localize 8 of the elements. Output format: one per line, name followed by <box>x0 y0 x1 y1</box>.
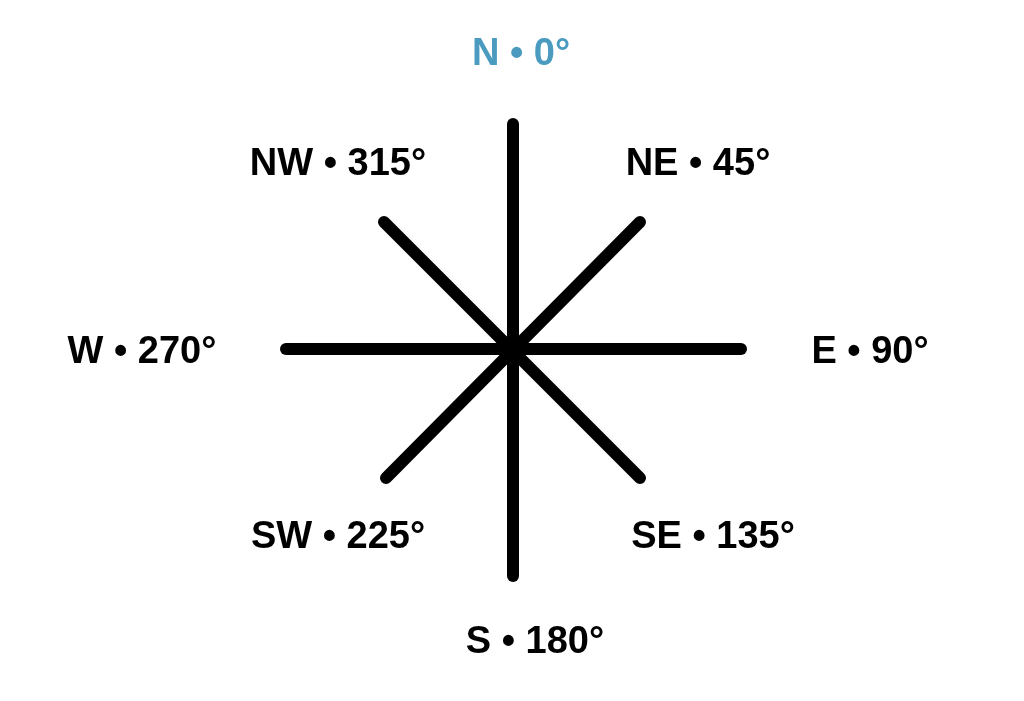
direction-label: SW • 225° <box>250 516 426 554</box>
direction-label: E • 90° <box>811 331 929 369</box>
direction-label: W • 270° <box>67 331 217 369</box>
direction-label: NE • 45° <box>625 143 771 181</box>
direction-label: SE • 135° <box>631 516 795 554</box>
direction-label: S • 180° <box>465 621 605 659</box>
direction-label: NW • 315° <box>249 143 427 181</box>
direction-label: N • 0° <box>471 33 571 71</box>
